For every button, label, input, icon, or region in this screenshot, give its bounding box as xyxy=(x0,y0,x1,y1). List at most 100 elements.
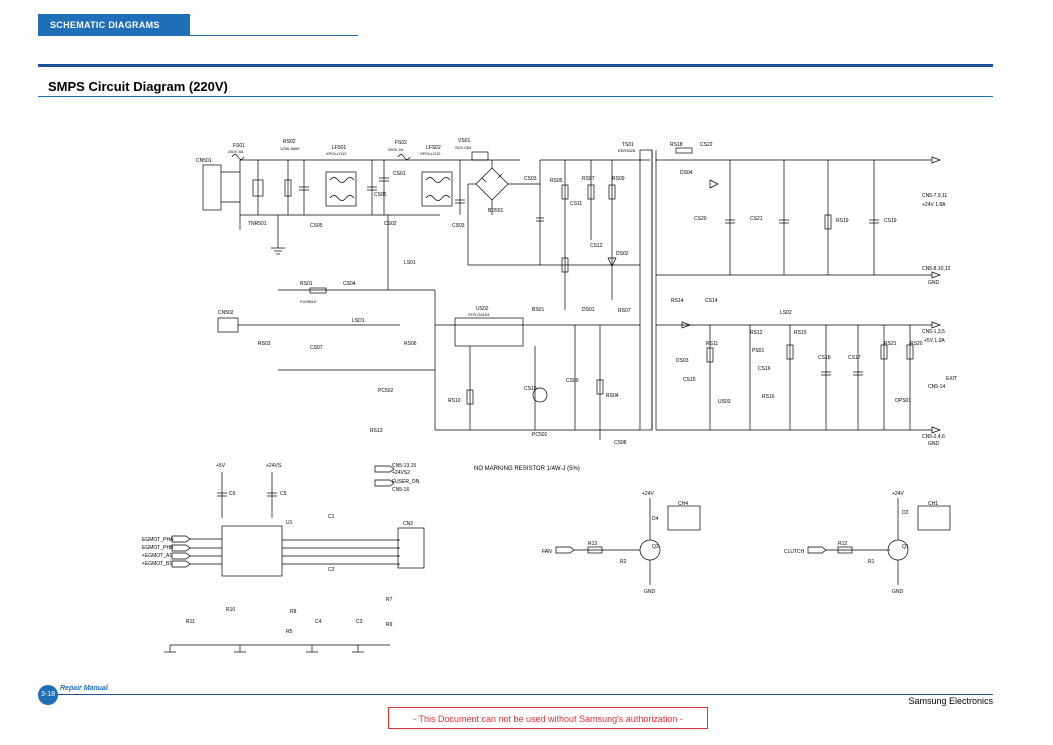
u1-label: U1 xyxy=(286,520,293,526)
cn5-5v-label: CN5-1,3,5 xyxy=(922,329,945,335)
rs12-label: RS12 xyxy=(750,330,763,336)
cs15-label: CS15 xyxy=(683,377,696,383)
d2-label: D2 xyxy=(902,510,909,516)
r11-label: R11 xyxy=(186,619,195,625)
rs09-label: RS09 xyxy=(612,176,625,182)
tnr501-varistor xyxy=(252,179,264,197)
r9-label: R9 xyxy=(386,622,393,628)
cn501-connector xyxy=(202,164,222,211)
clutch-label: CLUTCH xyxy=(784,549,805,555)
ch4-label: CH4 xyxy=(678,501,688,507)
tab-underline xyxy=(38,35,358,36)
cs05-label: CS05 xyxy=(310,223,323,229)
fusible-label: FUSIBLE xyxy=(300,299,317,304)
us02-ic xyxy=(454,317,524,347)
cn5-16-label: CN5-16 xyxy=(392,487,409,493)
out-5v-label: +5V 1.0A xyxy=(924,338,945,344)
cs03-label: CS03 xyxy=(452,223,465,229)
cn501-label: CN501 xyxy=(196,158,212,164)
cn5-13-label: CN5-13,15 xyxy=(392,463,416,469)
r12-label: R12 xyxy=(838,541,847,547)
rs05-label: RS05 xyxy=(550,178,563,184)
cs07-label: CS07 xyxy=(310,345,323,351)
lfs02-value: XPOLLO12 xyxy=(420,151,441,156)
lf501-label: LF501 xyxy=(332,145,346,151)
ch1-connector xyxy=(917,505,951,531)
egmot-b1-label: +EGMOT_B1 xyxy=(142,561,172,567)
ops01-label: OPS01 xyxy=(895,398,911,404)
rs11-label: RS11 xyxy=(706,341,718,347)
fs01-value: 250V 5A xyxy=(228,149,244,154)
r5-label: R5 xyxy=(286,629,293,635)
ps01-label: PS01 xyxy=(752,348,764,354)
q3-transistor xyxy=(639,539,661,561)
pc501-label: PC501 xyxy=(532,432,548,438)
lfs02-filter xyxy=(421,171,453,207)
title-underline xyxy=(38,96,993,97)
ts01-label: TS01 xyxy=(622,142,634,148)
cs17-label: CS17 xyxy=(848,355,861,361)
cs20-label: CS20 xyxy=(694,216,707,222)
p24v-fan-label: +24V xyxy=(642,491,654,497)
page-number: 3-18 xyxy=(38,685,58,705)
rs19-label: RS19 xyxy=(836,218,849,224)
cs19-label: CS19 xyxy=(884,218,897,224)
u1-ic xyxy=(221,525,283,577)
page-title: SMPS Circuit Diagram (220V) xyxy=(48,79,228,94)
top-divider xyxy=(38,64,993,67)
egmot-phb-label: EGMOT_PHB xyxy=(142,545,174,551)
fuse-fs01 xyxy=(231,154,245,160)
d4-label: D4 xyxy=(652,516,659,522)
fs01-label: FS01 xyxy=(233,143,245,149)
cs10-label: CS10 xyxy=(524,386,537,392)
r13-label: R13 xyxy=(588,541,597,547)
rs02-value: 1/2W 680K xyxy=(280,146,300,151)
gnd1-label: GND xyxy=(928,280,940,286)
vs01-label: VS01 xyxy=(458,138,470,144)
cn502-label: CN502 xyxy=(218,310,234,316)
gnd2-label: GND xyxy=(928,441,940,447)
cs12-label: CS12 xyxy=(590,243,603,249)
cs14-label: CS14 xyxy=(705,298,718,304)
fs02-label: FS02 xyxy=(395,140,407,146)
ds04-label: DS04 xyxy=(680,170,693,176)
rs04-label: RS04 xyxy=(606,393,619,399)
exit-label: EXIT xyxy=(946,376,957,382)
footer-divider xyxy=(38,694,993,695)
cn5-gnd1-label: CN5-8,10,12 xyxy=(922,266,951,272)
tnr-label: TNR501 xyxy=(248,221,267,227)
c3-label: C3 xyxy=(356,619,363,625)
ds02-label: DS02 xyxy=(616,251,629,257)
pc501-opto xyxy=(532,387,548,403)
rs01-label: RS01 xyxy=(300,281,313,287)
cs11-label: CS11 xyxy=(570,201,582,207)
fuser-on-label: FUSER_ON xyxy=(392,479,420,485)
cs18-label: CS18 xyxy=(818,355,831,361)
ds02-diode xyxy=(607,257,617,267)
egmot-a1-label: +EGMOT_A1 xyxy=(142,553,172,559)
rs07b-label: RS07 xyxy=(618,308,631,314)
section-tab: SCHEMATIC DIAGRAMS xyxy=(38,14,190,36)
rs07-label: RS07 xyxy=(582,176,595,182)
company-label: Samsung Electronics xyxy=(908,696,993,706)
q3-label: Q3 xyxy=(652,544,659,550)
bd501-label: BD501 xyxy=(488,208,504,214)
manual-label: Repair Manual xyxy=(60,685,108,692)
c4-label: C4 xyxy=(315,619,322,625)
note-text: NO MARKING RESISTOR 1/4W-J (5%) xyxy=(474,466,580,472)
rs13-label: RS13 xyxy=(370,428,383,434)
fuser-label: +24VS2 xyxy=(392,470,410,476)
p24v-clutch-label: +24V xyxy=(892,491,904,497)
lfs02-label: LFS02 xyxy=(426,145,441,151)
egmot-pha-label: EGMOT_PHA xyxy=(142,537,174,543)
cs16-label: CS16 xyxy=(758,366,771,372)
out-24v-arrow xyxy=(931,156,941,164)
bs01-label: BS01 xyxy=(532,307,544,313)
cn2-connector xyxy=(397,527,425,569)
authorization-warning: - This Document can not be used without … xyxy=(388,707,708,729)
fuse-fs02 xyxy=(397,154,411,160)
rs15-label: RS15 xyxy=(794,330,807,336)
bd501-bridge xyxy=(475,167,509,201)
c1-label: C1 xyxy=(328,514,335,520)
